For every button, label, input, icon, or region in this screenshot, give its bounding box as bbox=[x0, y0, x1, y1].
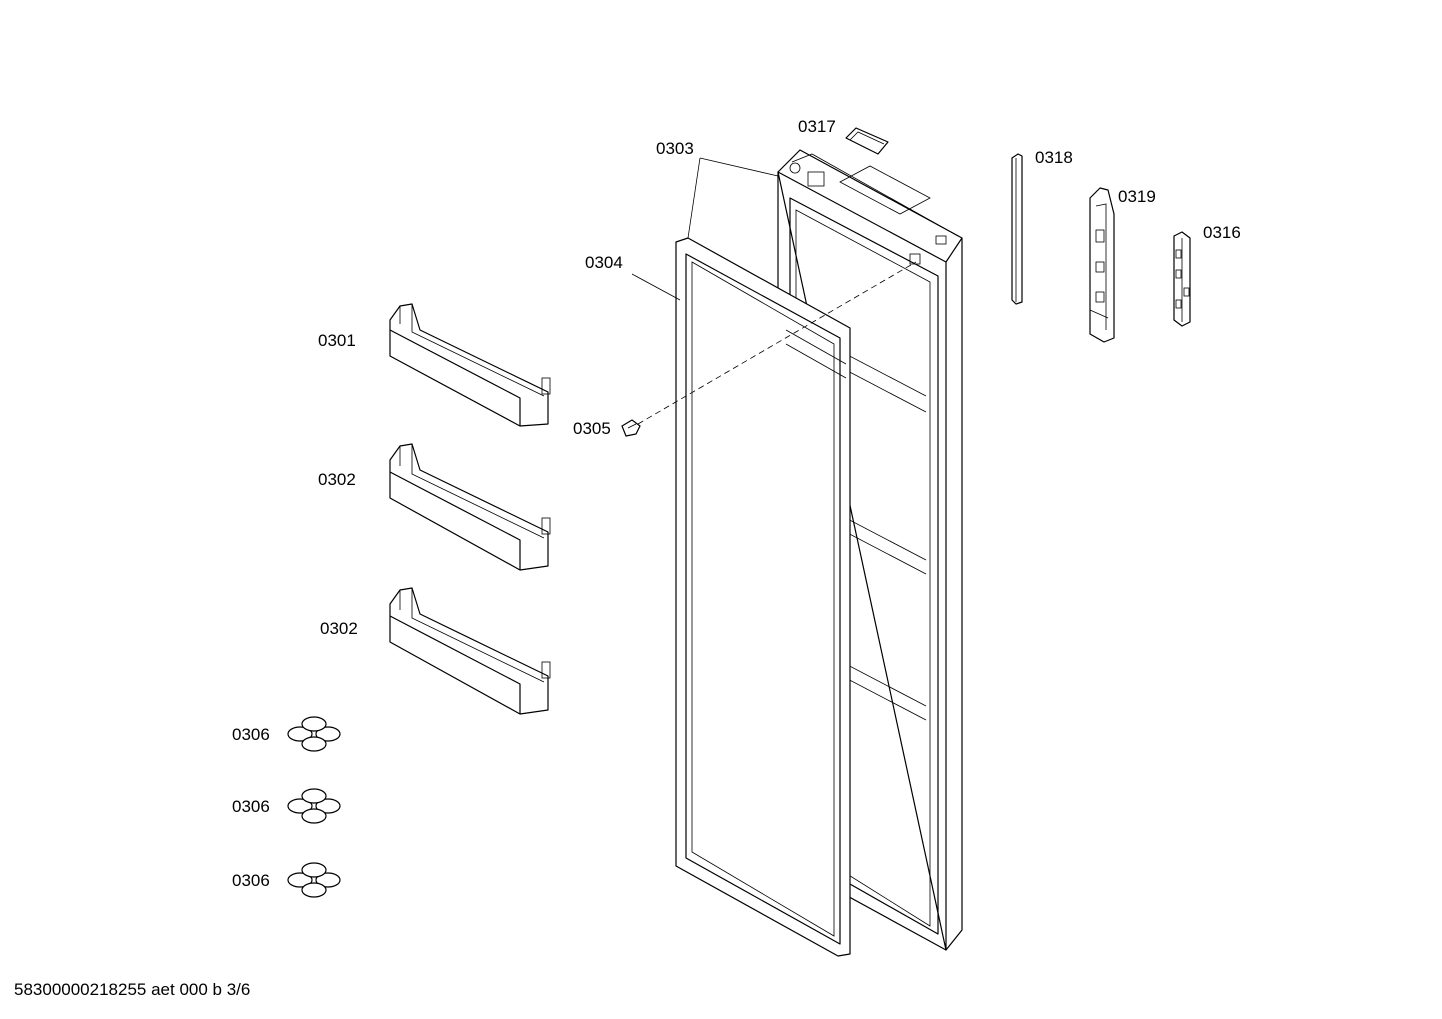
label-0302-lower: 0302 bbox=[320, 619, 358, 638]
label-0301: 0301 bbox=[318, 331, 356, 350]
label-0304: 0304 bbox=[585, 253, 623, 272]
label-0319: 0319 bbox=[1118, 187, 1156, 206]
module-0316 bbox=[1173, 231, 1191, 327]
housing-0319 bbox=[1089, 187, 1115, 343]
label-0303: 0303 bbox=[656, 139, 694, 158]
label-0318: 0318 bbox=[1035, 148, 1073, 167]
door-shelf-0302-lower bbox=[389, 587, 551, 715]
label-0306-3: 0306 bbox=[232, 871, 270, 890]
screw-0305 bbox=[621, 419, 641, 437]
cover-0317 bbox=[845, 127, 889, 155]
door-gasket-0304 bbox=[675, 237, 851, 957]
label-0316: 0316 bbox=[1203, 223, 1241, 242]
label-0306-1: 0306 bbox=[232, 725, 270, 744]
label-0317: 0317 bbox=[798, 117, 836, 136]
label-0302-upper: 0302 bbox=[318, 470, 356, 489]
door-shelf-0302-upper bbox=[389, 443, 551, 571]
egg-tray-0306-2 bbox=[287, 788, 341, 824]
document-id: 58300000218255 aet 000 b 3/6 bbox=[14, 980, 251, 999]
egg-tray-0306-3 bbox=[287, 862, 341, 898]
label-0305: 0305 bbox=[573, 419, 611, 438]
screw-axis-line bbox=[637, 261, 917, 425]
label-0306-2: 0306 bbox=[232, 797, 270, 816]
leader-lines bbox=[631, 157, 779, 301]
strip-0318 bbox=[1011, 153, 1023, 305]
egg-tray-0306-1 bbox=[287, 716, 341, 752]
door-shelf-0301 bbox=[389, 303, 551, 427]
